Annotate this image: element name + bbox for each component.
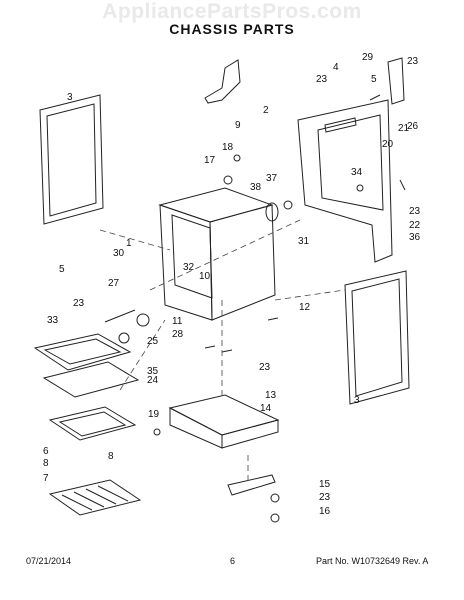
callout-number: 19 [148,409,160,420]
callout-number: 16 [319,506,331,517]
watermark: AppliancePartsPros.com [102,0,362,23]
callout-number: 28 [172,329,184,340]
callout-number: 8 [43,458,49,469]
callout-number: 23 [73,298,85,309]
callout-number: 37 [266,173,278,184]
callout-number: 25 [147,336,159,347]
callout-number: 10 [199,271,211,282]
callout-number: 11 [172,316,183,327]
callout-number: 13 [265,390,277,401]
callout-number: 5 [59,264,65,275]
oven-cavity [158,187,276,321]
callout-number: 20 [382,139,394,150]
callout-number: 23 [407,56,419,67]
callout-number: 29 [362,52,374,63]
callout-number: 23 [319,492,331,503]
bake-element [48,406,137,441]
callout-number: 7 [43,473,49,484]
callout-number: 14 [260,403,272,414]
footer-part-no: Part No. W10732649 Rev. A [316,556,429,566]
callout-number: 34 [351,167,363,178]
door-gasket-right [344,270,410,405]
callout-number: 4 [333,62,339,73]
callout-number: 3 [67,92,73,103]
callout-number: 33 [47,315,59,326]
side-bracket [387,57,405,105]
callout-number: 23 [409,206,421,217]
door-gasket-left [39,94,104,225]
footer-date: 07/21/2014 [26,556,72,566]
callout-number: 2 [263,105,269,116]
callout-number: 26 [407,121,419,132]
footer-page: 6 [230,556,236,566]
callout-number: 9 [235,120,241,131]
broil-grid [42,361,140,398]
callout-number: 6 [43,446,49,457]
callout-number: 36 [409,232,421,243]
callout-number: 24 [147,375,159,386]
broil-pan [33,333,132,371]
callout-number: 22 [409,220,421,231]
page-title: CHASSIS PARTS [169,21,295,37]
callout-number: 30 [113,248,125,259]
drawer-rail [227,474,276,496]
callout-number: 23 [316,74,328,85]
callout-number: 5 [371,74,377,85]
callout-number: 1 [126,238,132,249]
callout-number: 21 [398,123,410,134]
storage-drawer [168,394,280,449]
callout-number: 23 [259,362,271,373]
callout-number: 38 [250,182,262,193]
callout-number: 15 [319,479,331,490]
callout-number: 12 [299,302,311,313]
callout-number: 35 [147,366,159,377]
callout-number: 31 [298,236,310,247]
oven-rack [48,479,142,516]
callout-number: 17 [204,155,216,166]
rear-panel [297,99,393,263]
callout-number: 18 [222,142,234,153]
callout-number: 3 [354,395,360,406]
callout-number: 27 [108,278,120,289]
callout-number: 8 [108,451,114,462]
bracket-part [204,59,241,104]
callout-number: 32 [183,262,195,273]
